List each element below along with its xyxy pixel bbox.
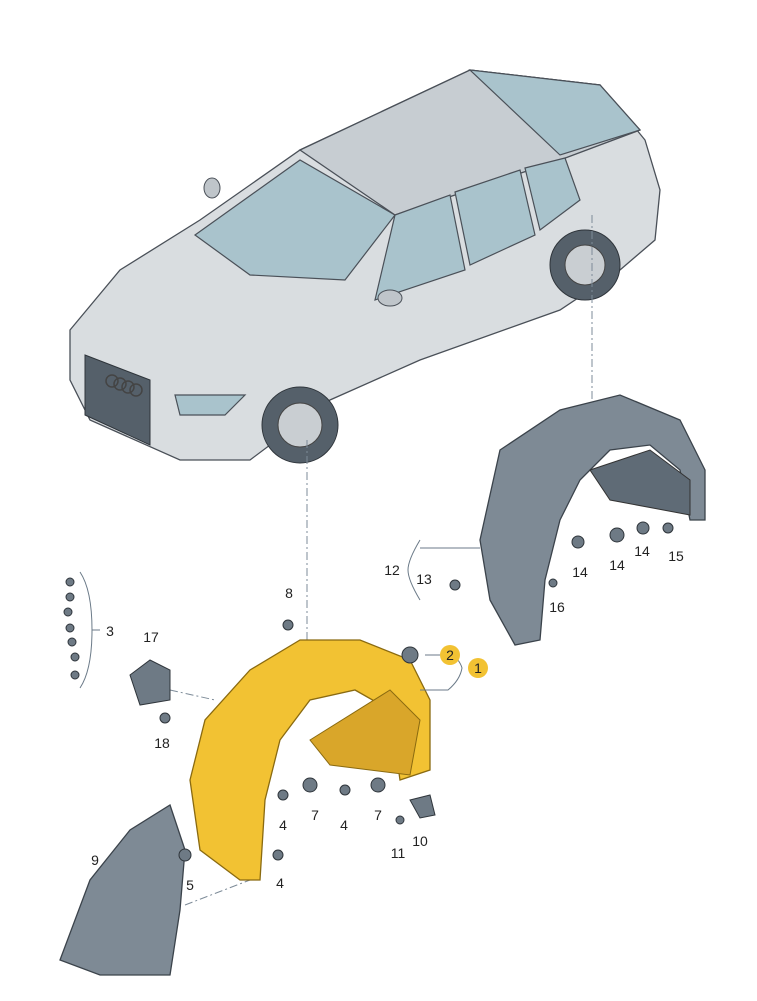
callout-13: 13 bbox=[416, 571, 432, 587]
mirror bbox=[203, 177, 221, 199]
front-wheel-housing-liner-highlighted bbox=[189, 639, 431, 881]
callout-11: 11 bbox=[391, 845, 406, 861]
callout-4: 4 bbox=[340, 817, 348, 833]
callout-14: 14 bbox=[634, 543, 650, 559]
callout-12: 12 bbox=[384, 562, 400, 578]
bracket-17 bbox=[129, 659, 171, 706]
callout-9: 9 bbox=[91, 852, 99, 868]
callout-4: 4 bbox=[279, 817, 287, 833]
callout-8: 8 bbox=[285, 585, 293, 601]
callout-1: 1 bbox=[474, 660, 482, 676]
car-illustration bbox=[69, 69, 661, 464]
front-underbody-cover bbox=[59, 804, 186, 976]
callout-16: 16 bbox=[549, 599, 565, 615]
front-grille bbox=[84, 354, 151, 446]
callout-1-badge bbox=[468, 658, 488, 678]
callout-7: 7 bbox=[374, 807, 382, 823]
callout-14: 14 bbox=[572, 564, 588, 580]
callout-2: 2 bbox=[446, 647, 454, 663]
callout-18: 18 bbox=[154, 735, 170, 751]
callout-2-badge bbox=[440, 645, 460, 665]
callout-4: 4 bbox=[276, 875, 284, 891]
callout-14: 14 bbox=[609, 557, 625, 573]
callout-7: 7 bbox=[311, 807, 319, 823]
callout-5: 5 bbox=[186, 877, 194, 893]
callout-3: 3 bbox=[106, 623, 114, 639]
audi-logo bbox=[105, 374, 143, 397]
callout-15: 15 bbox=[668, 548, 684, 564]
headlight bbox=[174, 394, 247, 416]
callout-17: 17 bbox=[143, 629, 159, 645]
callout-10: 10 bbox=[412, 833, 428, 849]
small-fasteners bbox=[63, 521, 674, 862]
rear-wheel-housing-liner bbox=[479, 394, 706, 646]
